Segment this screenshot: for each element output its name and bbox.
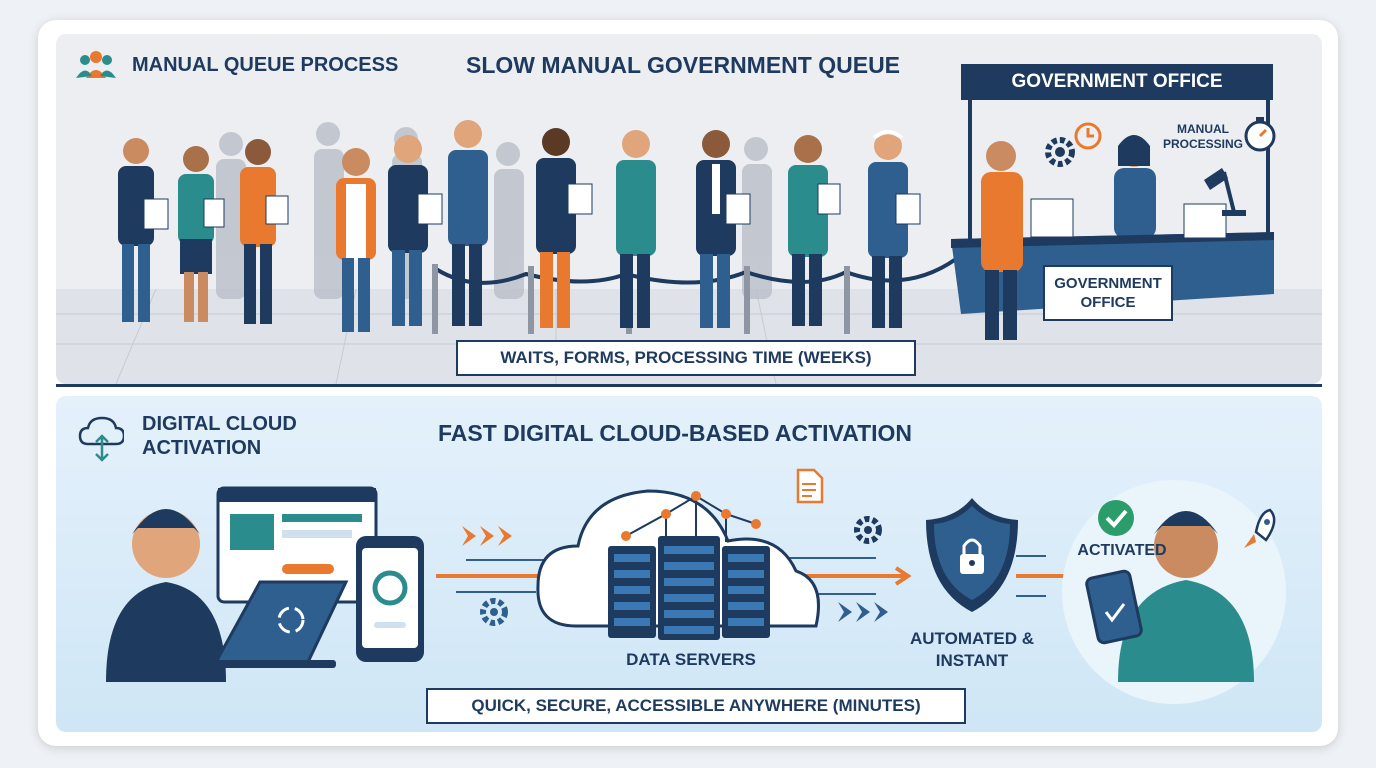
section-title: SLOW MANUAL GOVERNMENT QUEUE [466, 52, 901, 78]
section-label: MANUAL QUEUE PROCESS [132, 54, 399, 76]
cloud-sync-icon [78, 416, 124, 462]
gear-icon [854, 516, 882, 544]
data-servers-label: DATA SERVERS [626, 650, 756, 669]
document-icon [796, 468, 824, 504]
stopwatch-icon [1244, 117, 1276, 152]
manual-queue-panel: MANUAL QUEUE PROCESS SLOW MANUAL GOVERNM… [56, 34, 1322, 384]
caption-banner: WAITS, FORMS, PROCESSING TIME (WEEKS) [456, 340, 916, 376]
section-title: FAST DIGITAL CLOUD-BASED ACTIVATION [438, 420, 913, 446]
queue-illustration [56, 64, 1322, 384]
digital-illustration [106, 480, 1286, 704]
desk-sign: GOVERNMENT OFFICE [1054, 275, 1162, 311]
gear-icon [1045, 137, 1075, 167]
activated-label: ACTIVATED [1077, 542, 1167, 559]
digital-activation-panel: DIGITAL CLOUD ACTIVATION FAST DIGITAL CL… [56, 396, 1322, 732]
manual-processing-label: MANUAL PROCESSING [1162, 122, 1243, 151]
queue-people [118, 120, 921, 332]
section-label: DIGITAL CLOUD ACTIVATION [142, 413, 297, 459]
server-racks [608, 536, 770, 640]
check-icon [1098, 500, 1134, 536]
office-banner: GOVERNMENT OFFICE [1011, 71, 1223, 92]
rocket-icon [1244, 508, 1276, 548]
section-divider [56, 384, 1322, 387]
clock-icon [1074, 122, 1102, 150]
automated-instant-label: AUTOMATED & INSTANT [909, 629, 1035, 670]
caption-banner: QUICK, SECURE, ACCESSIBLE ANYWHERE (MINU… [426, 688, 966, 724]
people-icon [76, 51, 116, 78]
lamp-icon [1204, 168, 1246, 216]
gear-icon [480, 598, 508, 626]
